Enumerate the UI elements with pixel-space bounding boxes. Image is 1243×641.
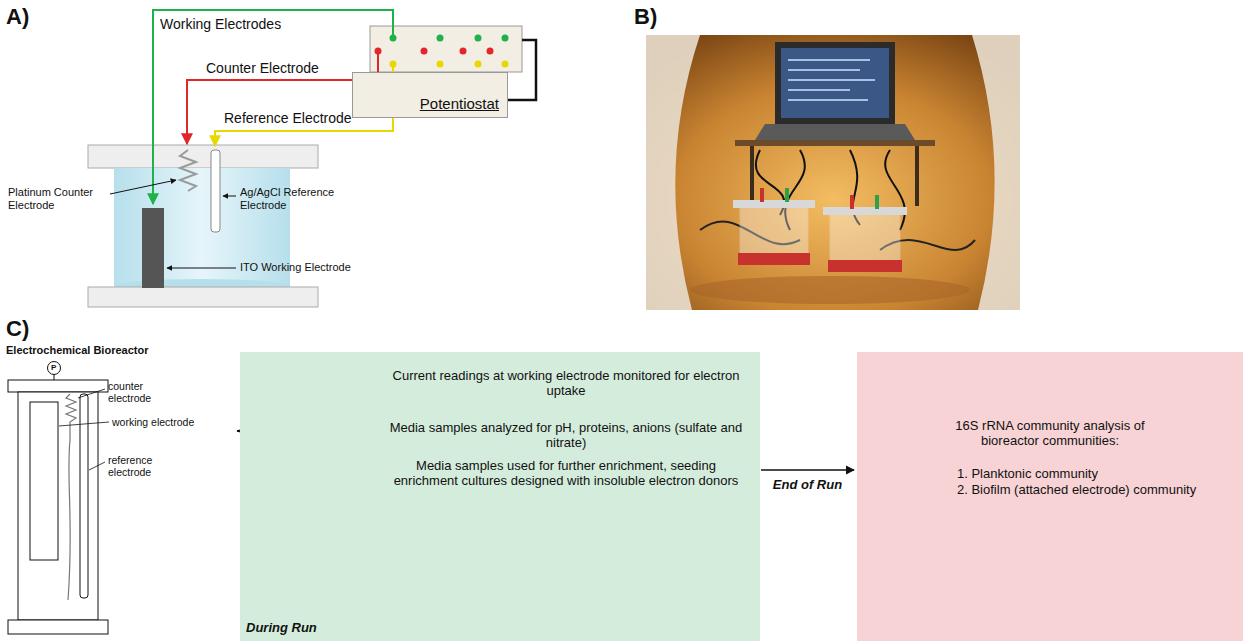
part-label: Ag/AgCl Reference Electrode xyxy=(240,186,370,212)
leader-line xyxy=(59,389,109,470)
lab-photo xyxy=(972,35,1020,310)
lab-photo xyxy=(750,146,754,206)
lab-photo xyxy=(781,48,889,118)
lab-photo xyxy=(850,195,854,209)
step-text: Media samples used for further enrichmen… xyxy=(386,458,746,488)
terminal-dot xyxy=(502,61,509,68)
step-text: Media samples used for further enrichmen… xyxy=(386,458,746,488)
lab-photo xyxy=(915,146,919,206)
part-label: working electrode xyxy=(112,416,194,428)
bioreactor-sketch xyxy=(30,402,58,560)
terminal-dot xyxy=(390,61,397,68)
lab-photo xyxy=(735,140,935,146)
terminal-dot xyxy=(502,35,509,42)
reactor-vessel xyxy=(88,145,318,168)
lab-photo xyxy=(875,195,879,209)
terminal-dot xyxy=(375,48,382,55)
lab-photo xyxy=(760,188,764,202)
device-name: Potentiostat xyxy=(420,95,499,112)
panel-letter: B) xyxy=(634,4,657,29)
part-label: ITO Working Electrode xyxy=(240,261,351,274)
lab-photo xyxy=(775,42,895,124)
terminal-dot xyxy=(375,35,509,68)
gauge-letter: P xyxy=(51,363,56,372)
bioreactor-sketch xyxy=(8,620,108,634)
potentiostat-box: Potentiostat xyxy=(352,72,508,118)
wire-label: Counter Electrode xyxy=(206,60,319,76)
lab-photo xyxy=(830,212,900,262)
wire-label: Reference Electrode xyxy=(224,110,352,126)
terminal-dot xyxy=(475,35,482,42)
counter-electrode-coil xyxy=(180,150,196,191)
reference-electrode-tube xyxy=(211,150,220,232)
lab-photo xyxy=(646,35,1020,310)
panel-letter: C) xyxy=(6,316,29,341)
lab-photo xyxy=(755,124,915,140)
leader-line xyxy=(59,422,109,426)
leader-line xyxy=(78,389,105,398)
figure-heading: Electrochemical Bioreactor xyxy=(6,344,148,356)
end-of-run-panel: 16S rRNA community analysis of bioreacto… xyxy=(857,352,1243,641)
leader-arrow xyxy=(223,196,236,197)
terminal-dot xyxy=(421,48,428,55)
terminal-dot xyxy=(460,48,467,55)
bioreactor-sketch xyxy=(8,380,108,392)
step-text: Current readings at working electrode mo… xyxy=(386,368,746,398)
lab-photo xyxy=(823,207,907,215)
list-item: 2. Biofilm (attached electrode) communit… xyxy=(957,482,1196,497)
bioreactor-sketch xyxy=(8,362,108,635)
leader-arrow xyxy=(110,180,176,194)
list-item: 1. Planktonic community xyxy=(957,466,1098,481)
lab-photo xyxy=(738,253,810,265)
step-text: Media samples analyzed for pH, proteins,… xyxy=(386,420,746,450)
step-text: Media samples analyzed for pH, proteins,… xyxy=(386,420,746,450)
reference-electrode-tube xyxy=(211,150,220,232)
part-label: counter electrode xyxy=(108,380,170,404)
leader-line xyxy=(89,462,105,470)
bioreactor-figure: Electrochemical Bioreactor counter electr… xyxy=(4,342,236,636)
terminal-dot xyxy=(437,61,444,68)
lab-photo xyxy=(646,35,1020,310)
lab-photo xyxy=(785,188,789,202)
terminal-dot xyxy=(487,48,494,55)
counter-electrode-coil xyxy=(180,150,196,191)
terminal-dot xyxy=(390,35,397,42)
phase-label: During Run xyxy=(246,620,317,635)
lab-photo xyxy=(828,260,902,272)
bioreactor-sketch xyxy=(18,392,98,620)
leader-arrow xyxy=(110,180,236,268)
reactor-vessel xyxy=(88,287,318,307)
part-label: reference electrode xyxy=(108,454,170,478)
lab-photo xyxy=(646,35,700,310)
bioreactor-sketch xyxy=(48,362,61,375)
terminal-dot xyxy=(475,61,482,68)
lab-photo xyxy=(788,60,875,100)
reactor-vessel xyxy=(88,145,318,307)
during-run-panel: During Run Current readings at working el… xyxy=(240,352,760,641)
terminal-dot xyxy=(437,35,444,42)
panel-heading: 16S rRNA community analysis of bioreacto… xyxy=(857,418,1243,448)
wire-label: Working Electrodes xyxy=(160,16,281,32)
edge-label: End of Run xyxy=(773,477,842,492)
ito-working-electrode xyxy=(142,208,164,288)
potentiostat-unit xyxy=(508,40,536,100)
part-label: Platinum Counter Electrode xyxy=(8,186,108,212)
leader-arrow xyxy=(167,268,236,269)
lab-photo xyxy=(740,205,808,255)
step-text: Current readings at working electrode mo… xyxy=(386,368,746,398)
ito-working-electrode xyxy=(142,208,164,288)
flow-arrow xyxy=(761,469,854,470)
lab-photo xyxy=(733,200,815,208)
panel-letter: A) xyxy=(6,4,29,29)
lab-photo xyxy=(690,276,970,304)
